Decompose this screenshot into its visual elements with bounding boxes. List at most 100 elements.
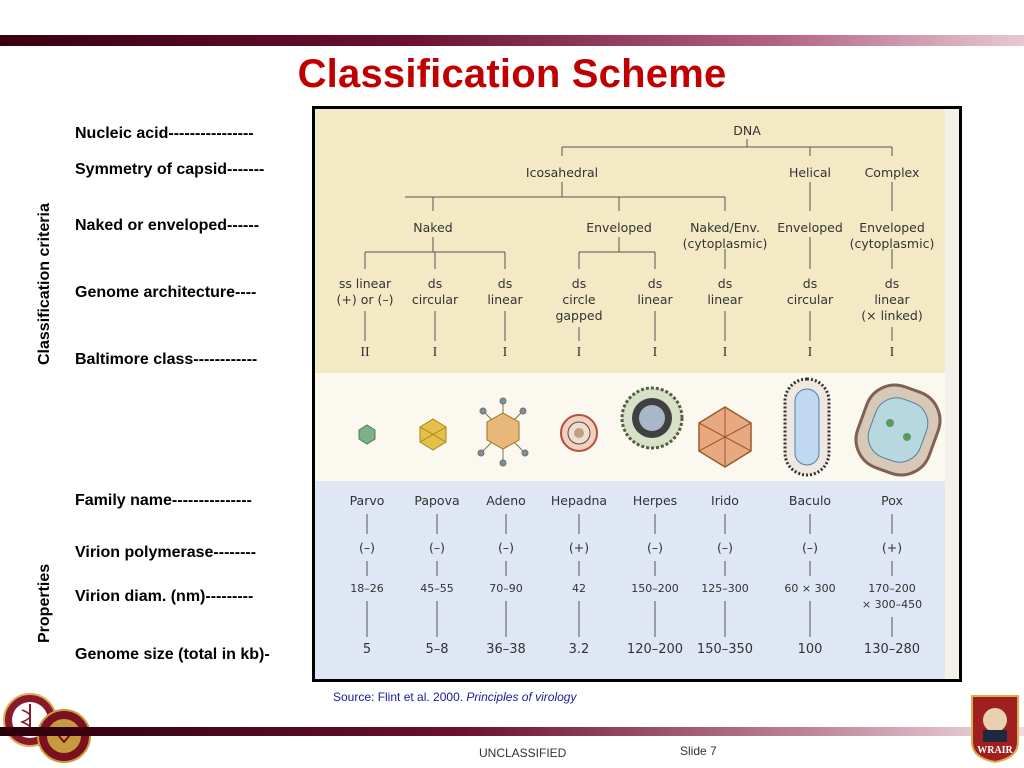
property-family-name: Family name--------------- xyxy=(75,492,252,509)
diameter-irido: 125–300 xyxy=(701,582,749,595)
top-decorative-bar xyxy=(0,35,1024,46)
criteria-genome-architecture: Genome architecture---- xyxy=(75,284,257,301)
source-prefix: Source: Flint et al. 2000. xyxy=(333,690,464,704)
irido-virion-icon xyxy=(698,406,752,468)
slide-title: Classification Scheme xyxy=(297,52,727,96)
source-book-title: Principles of virology xyxy=(466,690,577,704)
genome-parvo-line1: ss linear xyxy=(338,276,392,291)
tree-band xyxy=(315,109,945,373)
family-papova: Papova xyxy=(414,493,460,508)
family-pox: Pox xyxy=(881,493,903,508)
diameter-hepadna: 42 xyxy=(572,582,586,595)
family-irido: Irido xyxy=(711,493,739,508)
baltimore-irido: I xyxy=(722,345,728,360)
baltimore-hepadna: I xyxy=(576,345,582,360)
property-virion-diameter: Virion diam. (nm)--------- xyxy=(75,588,254,605)
tree-cytoplasmic: (cytoplasmic) xyxy=(682,236,768,251)
family-baculo: Baculo xyxy=(788,493,832,508)
polymerase-pox: (+) xyxy=(881,540,903,555)
hepadna-virion-icon xyxy=(560,414,598,452)
criteria-symmetry: Symmetry of capsid------- xyxy=(75,161,265,178)
baltimore-adeno: I xyxy=(502,345,508,360)
genome-irido-line2: linear xyxy=(707,292,743,307)
herpes-virion-icon xyxy=(620,386,684,450)
properties-band xyxy=(315,481,945,679)
genome-size-pox: 130–280 xyxy=(863,642,921,657)
tree-lines xyxy=(364,139,893,637)
parvo-virion-icon xyxy=(358,424,376,445)
diameter-adeno: 70–90 xyxy=(489,582,523,595)
diameter-parvo: 18–26 xyxy=(350,582,384,595)
genome-pox-line1: ds xyxy=(884,276,900,291)
pox-virion-icon xyxy=(854,383,942,477)
genome-papova-line2: circular xyxy=(411,292,459,307)
genome-pox-line3: (× linked) xyxy=(861,308,923,323)
properties-group-label: Properties xyxy=(36,563,53,643)
diameter-pox-line1: 170–200 xyxy=(868,582,916,595)
family-adeno: Adeno xyxy=(486,493,526,508)
genome-hepadna-line2: circle xyxy=(562,292,596,307)
wrair-logo-text: WRAIR xyxy=(977,745,1013,756)
tree-helical: Helical xyxy=(788,165,832,180)
baltimore-baculo: I xyxy=(807,345,813,360)
tree-complex: Complex xyxy=(864,165,920,180)
family-hepadna: Hepadna xyxy=(550,493,608,508)
property-virion-polymerase: Virion polymerase-------- xyxy=(75,544,257,561)
criteria-group-label: Classification criteria xyxy=(36,203,53,365)
polymerase-parvo: (–) xyxy=(358,540,375,555)
tree-enveloped: Enveloped xyxy=(586,220,652,235)
tree-naked: Naked xyxy=(413,220,453,235)
property-genome-size: Genome size (total in kb)- xyxy=(75,646,270,663)
genome-irido-line1: ds xyxy=(717,276,733,291)
diameter-herpes: 150–200 xyxy=(631,582,679,595)
genome-pox-line2: linear xyxy=(874,292,910,307)
footer-slide-number: Slide 7 xyxy=(680,744,717,758)
genome-herpes-line2: linear xyxy=(637,292,673,307)
genome-parvo-line2: (+) or (–) xyxy=(336,292,394,307)
genome-size-hepadna: 3.2 xyxy=(568,642,590,657)
bottom-decorative-bar xyxy=(0,727,1024,736)
tree-icosahedral: Icosahedral xyxy=(525,165,599,180)
genome-size-irido: 150–350 xyxy=(696,642,754,657)
criteria-baltimore-class: Baltimore class------------ xyxy=(75,351,258,368)
polymerase-hepadna: (+) xyxy=(568,540,590,555)
tree-naked-env: Naked/Env. xyxy=(690,220,760,235)
tree-enveloped-complex: Enveloped xyxy=(859,220,925,235)
polymerase-herpes: (–) xyxy=(646,540,663,555)
diameter-papova: 45–55 xyxy=(420,582,454,595)
papova-virion-icon xyxy=(419,418,447,451)
genome-adeno-line1: ds xyxy=(497,276,513,291)
tree-root-dna: DNA xyxy=(733,123,761,138)
genome-adeno-line2: linear xyxy=(487,292,523,307)
baltimore-parvo: II xyxy=(360,345,370,360)
baltimore-herpes: I xyxy=(652,345,658,360)
diameter-baculo: 60 × 300 xyxy=(784,582,836,595)
genome-size-parvo: 5 xyxy=(362,642,372,657)
wrair-logo: WRAIR xyxy=(971,695,1019,764)
genome-hepadna-line3: gapped xyxy=(555,308,603,323)
criteria-nucleic-acid: Nucleic acid---------------- xyxy=(75,125,254,142)
virion-illustrations xyxy=(358,377,942,477)
tree-cytoplasmic-complex: (cytoplasmic) xyxy=(849,236,935,251)
genome-size-adeno: 36–38 xyxy=(486,642,526,657)
polymerase-adeno: (–) xyxy=(497,540,514,555)
figure-right-margin xyxy=(945,109,959,679)
polymerase-irido: (–) xyxy=(716,540,733,555)
genome-size-herpes: 120–200 xyxy=(626,642,684,657)
genome-hepadna-line1: ds xyxy=(571,276,587,291)
genome-baculo-line1: ds xyxy=(802,276,818,291)
adeno-virion-icon xyxy=(477,397,529,467)
footer-classification: UNCLASSIFIED xyxy=(479,746,567,760)
family-herpes: Herpes xyxy=(632,493,678,508)
diameter-pox-line2: × 300–450 xyxy=(861,598,923,611)
tree-enveloped-helical: Enveloped xyxy=(777,220,843,235)
family-parvo: Parvo xyxy=(349,493,385,508)
genome-size-baculo: 100 xyxy=(797,642,823,657)
polymerase-baculo: (–) xyxy=(801,540,818,555)
classification-figure: DNA Icosahedral Helical Complex Naked En… xyxy=(312,106,962,682)
criteria-naked-enveloped: Naked or enveloped------ xyxy=(75,217,260,234)
source-citation: Source: Flint et al. 2000. Principles of… xyxy=(333,690,576,704)
polymerase-papova: (–) xyxy=(428,540,445,555)
baltimore-papova: I xyxy=(432,345,438,360)
genome-herpes-line1: ds xyxy=(647,276,663,291)
